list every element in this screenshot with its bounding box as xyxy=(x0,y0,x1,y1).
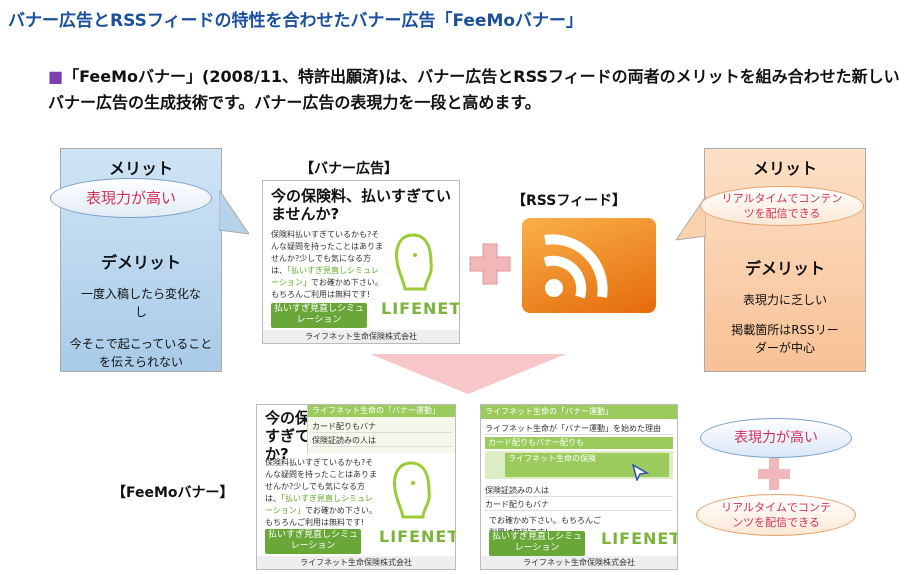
intro-paragraph: ■「FeeMoバナー」(2008/11、特許出願済)は、バナー広告とRSSフィー… xyxy=(48,64,908,116)
rss-feed-label: 【RSSフィード】 xyxy=(512,193,627,209)
result-pill-text: リアルタイムでコンテンツを配信できる xyxy=(721,501,831,529)
feemo-banner-2: ライフネット生命の「バナー運動」 ライフネット生命が「バナー運動」を始めた理由 … xyxy=(480,404,678,570)
lifenet-logo: LIFENET xyxy=(601,529,678,548)
demerit-text-1: 表現力に乏しい xyxy=(742,293,827,307)
result-pill-expressive: 表現力が高い xyxy=(700,418,852,458)
feed-item: カード配りもバナ xyxy=(485,499,673,511)
page-title: バナー広告とRSSフィードの特性を合わせたバナー広告「FeeMoバナー」 xyxy=(8,11,584,31)
banner-simulation-button: 払いすぎ見直しシミュレーション xyxy=(489,531,585,556)
banner-simulation-button: 払いすぎ見直しシミュレーション xyxy=(265,529,361,554)
merit-pill-realtime: リアルタイムでコンテンツを配信できる xyxy=(700,186,864,226)
banner-body-2: でお確かめ下さい。もちろんご利用は無料です! xyxy=(265,506,377,527)
face-logo-icon xyxy=(393,461,431,519)
result-pill-realtime: リアルタイムでコンテンツを配信できる xyxy=(696,494,856,536)
feed-item: 保険証読みの人は xyxy=(485,485,673,497)
rss-merit-panel: メリット デメリット 表現力に乏しい 掲載箇所はRSSリーダーが中心 xyxy=(704,148,866,372)
lifenet-logo: LIFENET xyxy=(379,527,456,546)
feemo-banner-label: 【FeeMoバナー】 xyxy=(112,485,234,501)
merit-label: メリット xyxy=(752,159,817,178)
plus-icon xyxy=(758,458,790,490)
lifenet-logo: LIFENET xyxy=(381,299,460,318)
feed-item: 保険証読みの人は xyxy=(312,435,452,447)
feemo-banner-1: 今の保険料、払いすぎていませんか? ライフネット生命の「バナー運動」 カード配り… xyxy=(256,404,456,570)
banner-body: 保険料払いすぎているかも?そんな疑問を持ったことはありませんか?少しでも気になる… xyxy=(265,458,377,503)
rss-icon xyxy=(522,218,656,313)
demerit-label: デメリット xyxy=(100,253,181,272)
feed-item-highlight: カード配りもバナー配りも xyxy=(485,437,673,449)
merit-pill-text: リアルタイムでコンテンツを配信できる xyxy=(721,192,843,220)
banner-footer: ライフネット生命保険株式会社 xyxy=(481,556,677,569)
banner-body-2: でお確かめ下さい。もちろんご利用は無料です! xyxy=(271,278,383,299)
feed-item: ライフネット生命が「バナー運動」を始めた理由 xyxy=(485,423,673,435)
banner-body-text: 保険料払いすぎているかも?そんな疑問を持ったことはありませんか?少しでも気になる… xyxy=(265,457,377,529)
banner-highlight: 「払いすぎ見直しシミュレーション」 xyxy=(265,494,373,515)
merit-label: メリット xyxy=(108,159,173,178)
banner-footer: ライフネット生命保険株式会社 xyxy=(257,556,455,569)
intro-text: 「FeeMoバナー」(2008/11、特許出願済)は、バナー広告とRSSフィード… xyxy=(48,67,900,112)
banner-footer: ライフネット生命保険株式会社 xyxy=(263,330,459,343)
callout-pointer-left xyxy=(219,190,249,235)
cursor-icon xyxy=(631,463,649,481)
plus-icon xyxy=(469,243,511,285)
bullet-icon: ■ xyxy=(48,67,64,86)
feed-strip: ライフネット生命の「バナー運動」 xyxy=(308,405,455,417)
banner-ad-image: 今の保険料、払いすぎていませんか? 保険料払いすぎているかも?そんな疑問を持った… xyxy=(262,180,460,344)
feed-strip: ライフネット生命の「バナー運動」 xyxy=(481,405,677,419)
feed-banner-row: ライフネット生命の保険 xyxy=(485,451,673,479)
banner-headline: 今の保険料、払いすぎていませんか? xyxy=(271,187,452,223)
rss-waves-icon xyxy=(543,234,608,299)
banner-ad-label: 【バナー広告】 xyxy=(300,161,398,177)
demerit-text-1: 一度入稿したら変化なし xyxy=(80,287,201,319)
callout-pointer-right xyxy=(676,196,706,241)
feed-overlay: ライフネット生命の「バナー運動」 カード配りもバナ 保険証読みの人は xyxy=(307,405,455,453)
banner-simulation-button: 払いすぎ見直しシミュレーション xyxy=(271,303,367,328)
banner-highlight: 「払いすぎ見直しシミュレーション」 xyxy=(271,266,379,287)
banner-body-text: 保険料払いすぎているかも?そんな疑問を持ったことはありませんか?少しでも気になる… xyxy=(271,229,383,301)
demerit-label: デメリット xyxy=(744,259,825,278)
demerit-text-2: 掲載箇所はRSSリーダーが中心 xyxy=(731,323,839,355)
feed-item: カード配りもバナ xyxy=(312,421,452,433)
down-arrow-icon xyxy=(370,354,566,394)
banner-body: 保険料払いすぎているかも?そんな疑問を持ったことはありませんか?少しでも気になる… xyxy=(271,230,383,275)
demerit-text-2: 今そこで起こっていることを伝えられない xyxy=(69,337,213,369)
face-logo-icon xyxy=(395,233,433,291)
merit-pill-expressive: 表現力が高い xyxy=(50,178,212,218)
